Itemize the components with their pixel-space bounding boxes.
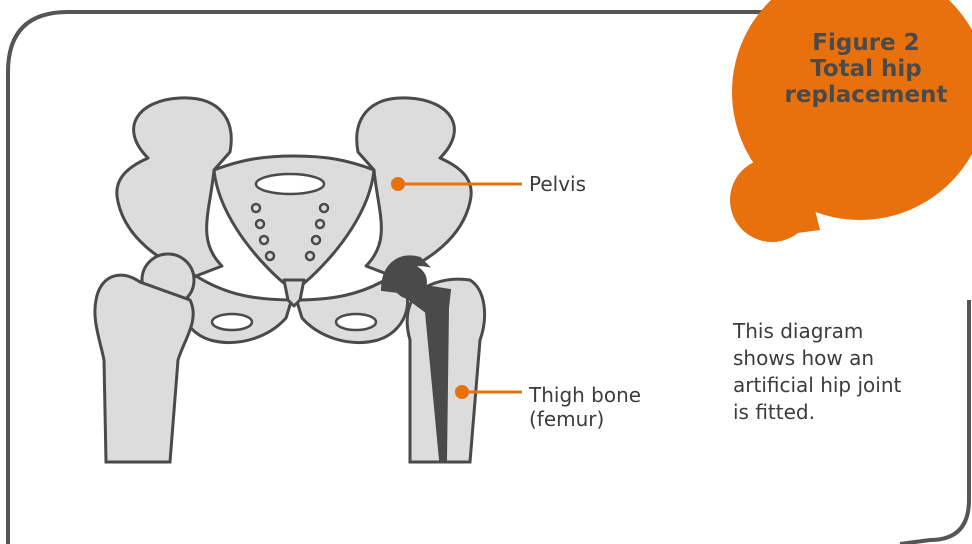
thigh-bone-label: Thigh bone (femur) [529,383,641,431]
description-line: artificial hip joint [733,372,933,399]
thigh-callout [455,385,522,399]
description-line: shows how an [733,345,933,372]
left-femur [95,254,194,462]
thigh-bone-label-line: Thigh bone [529,383,641,407]
pelvis-label: Pelvis [529,172,586,196]
figure-title: Figure 2 Total hip replacement [760,30,972,108]
thigh-bone-label-line: (femur) [529,407,641,431]
description-line: is fitted. [733,399,933,426]
figure-title-line: Total hip [760,56,972,82]
figure-title-line: Figure 2 [760,30,972,56]
description-line: This diagram [733,318,933,345]
figure-title-line: replacement [760,82,972,108]
diagram-description: This diagram shows how an artificial hip… [733,318,933,426]
